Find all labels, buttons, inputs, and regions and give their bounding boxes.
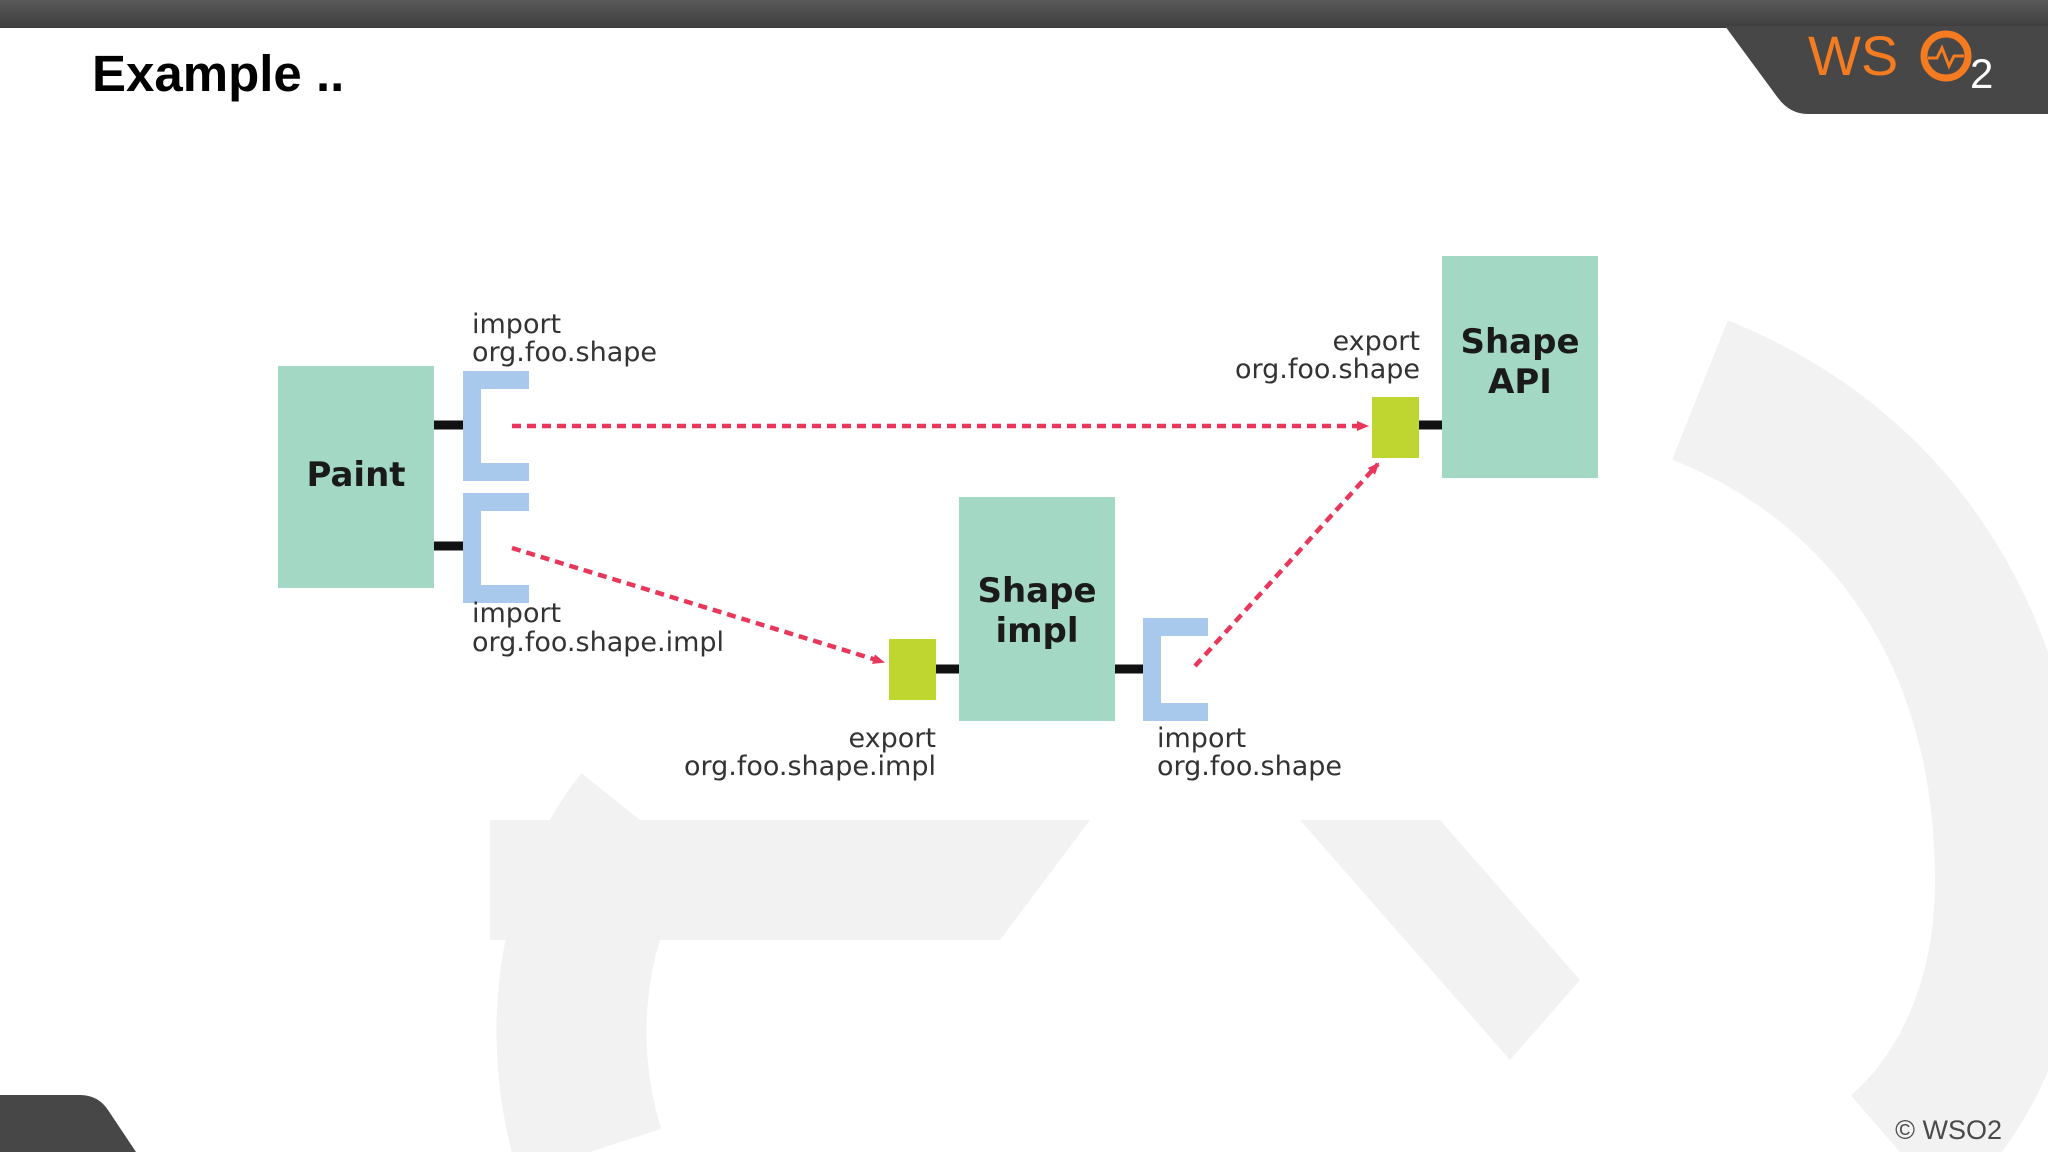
paint-bundle: [278, 366, 434, 588]
wire-impl-to-api: [1193, 462, 1380, 668]
import-bracket-paint-shape: [463, 371, 529, 481]
export-square-impl: [889, 639, 936, 700]
paint-label: Paint: [306, 455, 405, 495]
shape-api-label-line2: API: [1488, 362, 1552, 402]
export-square-api: [1372, 397, 1419, 458]
logo-o-circle: [1920, 30, 1972, 82]
shape-impl-bundle: [959, 497, 1115, 721]
wire-paint-to-impl: [511, 545, 885, 665]
impl-import-shape-package: org.foo.shape: [1157, 751, 1342, 782]
paint-import-impl-kind: import: [472, 598, 561, 629]
slide-title: Example ..: [92, 45, 345, 102]
shape-api-bundle: [1442, 256, 1598, 478]
shape-impl-label-line2: impl: [995, 611, 1078, 651]
wso2-logo: WS 2: [1808, 24, 1993, 97]
shape-impl-label-line1: Shape: [977, 571, 1096, 611]
top-bar: [0, 0, 2048, 28]
import-bracket-paint-impl: [463, 493, 529, 603]
api-export-package: org.foo.shape: [1235, 354, 1420, 385]
api-export-kind: export: [1333, 326, 1420, 357]
copyright-text: © WSO2: [1895, 1115, 2002, 1145]
logo-text-ws: WS: [1808, 24, 1898, 87]
paint-import-impl-package: org.foo.shape.impl: [472, 627, 724, 658]
paint-import-shape-package: org.foo.shape: [472, 337, 657, 368]
paint-import-shape-kind: import: [472, 309, 561, 340]
import-bracket-impl-shape: [1143, 618, 1208, 721]
impl-import-shape-kind: import: [1157, 723, 1246, 754]
shape-api-label-line1: Shape: [1460, 322, 1579, 362]
pulse-icon: [1928, 44, 1964, 70]
impl-export-package: org.foo.shape.impl: [684, 751, 936, 782]
impl-export-kind: export: [849, 723, 936, 754]
logo-text-2: 2: [1970, 50, 1993, 97]
